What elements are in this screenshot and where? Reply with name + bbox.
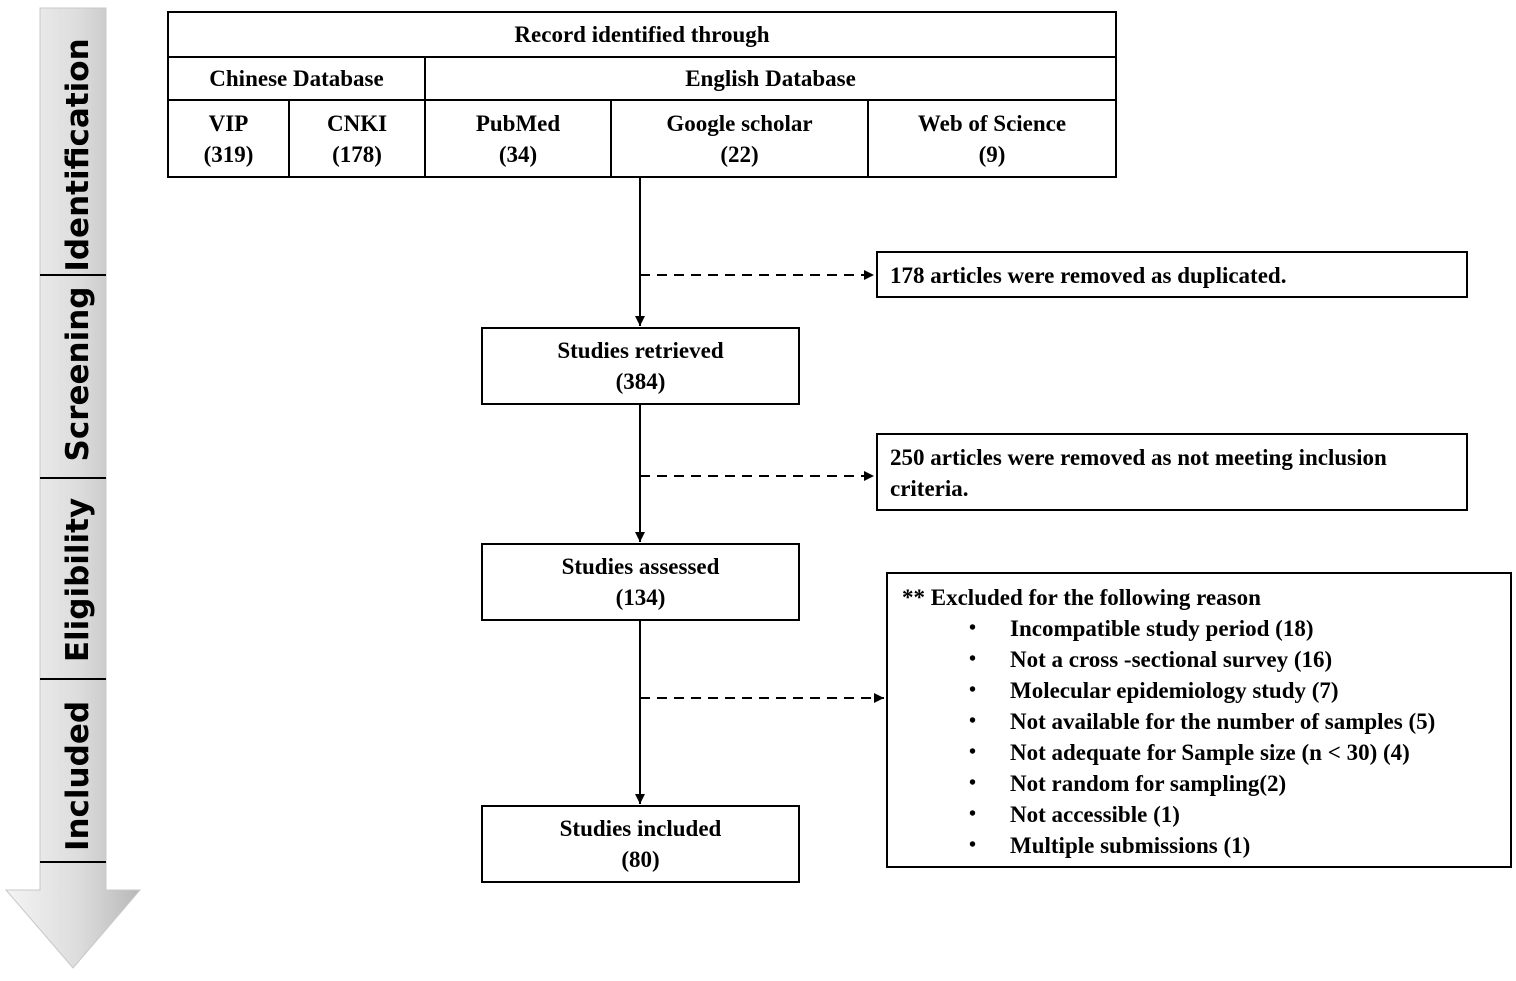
reason-item: • Not available for the number of samples…: [902, 706, 1498, 737]
step-count: (80): [621, 847, 660, 872]
stage-label-identification: Identification: [60, 38, 96, 272]
database-cell-cnki: CNKI (178): [289, 100, 425, 177]
reason-item: • Not adequate for Sample size (n < 30) (…: [902, 737, 1498, 768]
database-name: CNKI: [326, 110, 388, 136]
reason-text: Not random for sampling(2): [1010, 771, 1287, 796]
studies-included-box: Studies included (80): [481, 805, 800, 883]
database-count: (9): [978, 141, 1006, 167]
step-count: (134): [615, 585, 666, 610]
stage-progress-arrow: [4, 7, 142, 969]
reason-item: • Not random for sampling(2): [902, 768, 1498, 799]
database-cell-pubmed: PubMed (34): [425, 100, 611, 177]
exclusion-reasons-note: ** Excluded for the following reason • In…: [886, 572, 1512, 868]
studies-retrieved-box: Studies retrieved (384): [481, 327, 800, 405]
database-count: (319): [203, 141, 254, 167]
bullet-icon: •: [969, 710, 977, 732]
step-count: (384): [615, 369, 666, 394]
bullet-icon: •: [969, 834, 977, 856]
duplicates-removed-note: 178 articles were removed as duplicated.: [876, 251, 1468, 298]
reason-text: Not adequate for Sample size (n < 30) (4…: [1010, 740, 1410, 765]
database-name: PubMed: [475, 110, 561, 136]
bullet-icon: •: [969, 648, 977, 670]
database-cell-google-scholar: Google scholar (22): [611, 100, 868, 177]
chinese-database-label: Chinese Database: [209, 66, 384, 91]
reason-text: Not a cross -sectional survey (16): [1010, 647, 1333, 672]
sources-header: Record identified through: [514, 22, 770, 47]
bullet-icon: •: [969, 679, 977, 701]
database-name: Web of Science: [917, 110, 1067, 136]
reason-text: Not accessible (1): [1010, 802, 1180, 827]
stage-label-included: Included: [60, 700, 96, 852]
bullet-icon: •: [969, 772, 977, 794]
stage-label-screening: Screening: [60, 286, 96, 462]
step-label: Studies retrieved: [557, 338, 724, 363]
reason-text: Not available for the number of samples …: [1010, 709, 1436, 734]
reason-item: • Not a cross -sectional survey (16): [902, 644, 1498, 675]
bullet-icon: •: [969, 741, 977, 763]
reason-item: • Not accessible (1): [902, 799, 1498, 830]
english-database-label: English Database: [685, 66, 856, 91]
step-label: Studies assessed: [561, 554, 720, 579]
database-name: Google scholar: [666, 110, 813, 136]
note-text: 178 articles were removed as duplicated.: [890, 263, 1287, 288]
note-text-line: criteria.: [890, 476, 969, 501]
database-cell-web-of-science: Web of Science (9): [868, 100, 1116, 177]
database-count: (22): [720, 141, 759, 167]
reason-text: Incompatible study period (18): [1010, 616, 1314, 641]
bullet-icon: •: [969, 803, 977, 825]
reason-item: • Incompatible study period (18): [902, 613, 1498, 644]
stage-label-eligibility: Eligibility: [60, 497, 96, 663]
source-table-frame: [167, 11, 1117, 178]
reason-item: • Molecular epidemiology study (7): [902, 675, 1498, 706]
database-name: VIP: [208, 110, 249, 136]
note-text-line: 250 articles were removed as not meeting…: [890, 445, 1387, 470]
database-count: (178): [332, 141, 382, 167]
reason-text: Molecular epidemiology study (7): [1010, 678, 1339, 703]
reasons-title: ** Excluded for the following reason: [902, 585, 1261, 610]
reasons-list: • Incompatible study period (18) • Not a cr…: [902, 613, 1498, 861]
reason-item: • Multiple submissions (1): [902, 830, 1498, 861]
reason-text: Multiple submissions (1): [1010, 833, 1251, 858]
database-cell-vip: VIP (319): [168, 100, 289, 177]
step-label: Studies included: [559, 816, 722, 841]
database-count: (34): [498, 141, 538, 167]
inclusion-criteria-note: 250 articles were removed as not meeting…: [876, 433, 1468, 511]
studies-assessed-box: Studies assessed (134): [481, 543, 800, 621]
bullet-icon: •: [969, 617, 977, 639]
